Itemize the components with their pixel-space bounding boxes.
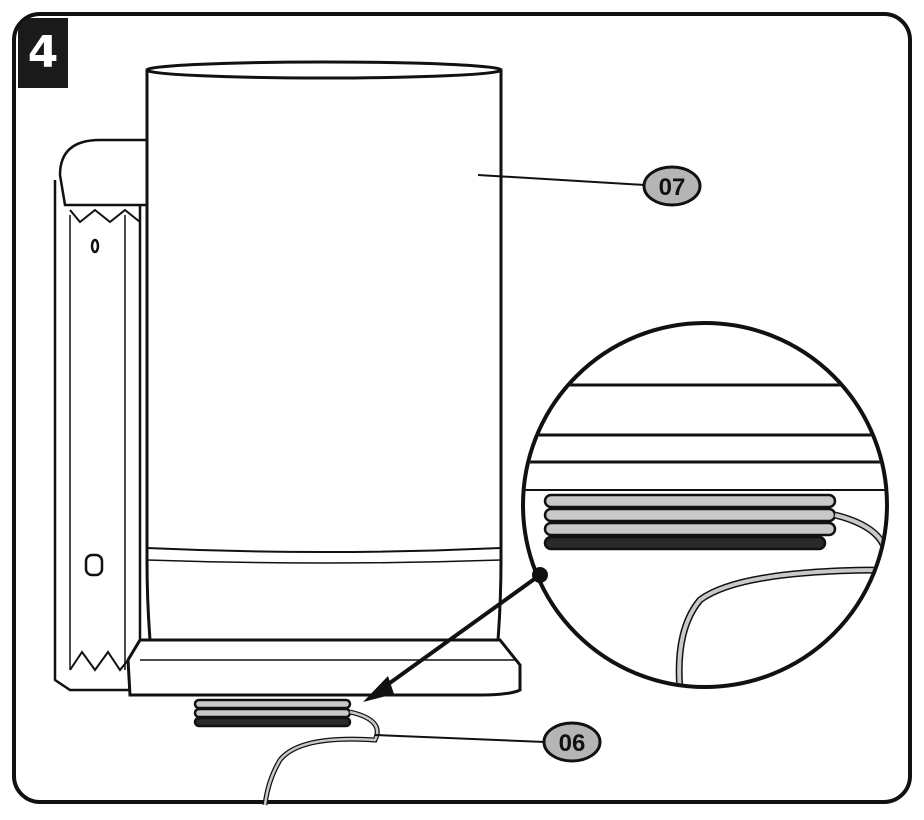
- callout-06-label: 06: [559, 730, 586, 757]
- detail-zoom-circle: [521, 321, 889, 689]
- cylinder-body: [145, 60, 503, 642]
- step-number-badge: 4: [18, 18, 68, 88]
- callout-06: 06: [542, 721, 602, 763]
- base-plate: [126, 638, 522, 697]
- callout-07-label: 07: [659, 174, 686, 201]
- leader-line-07: [477, 174, 646, 186]
- leader-line-06: [374, 734, 546, 743]
- callout-07: 07: [642, 165, 702, 207]
- cord-coil: [193, 698, 380, 806]
- detail-arrow: [363, 567, 548, 702]
